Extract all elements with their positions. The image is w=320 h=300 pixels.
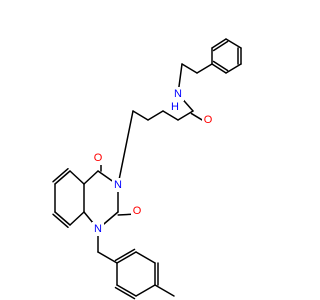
bond-5 — [211, 63, 227, 74]
bond-double-38 — [212, 40, 229, 52]
bond-24 — [54, 211, 71, 226]
bond-33 — [116, 251, 137, 264]
bond-6 — [196, 63, 213, 74]
atom-o-c4-label: O — [94, 152, 103, 164]
bond-11 — [162, 110, 179, 121]
atom-labels: N H O N N O O — [92, 87, 214, 236]
bond-16 — [83, 170, 99, 185]
bond-7 — [181, 63, 198, 74]
atom-n-ring-1: N — [92, 222, 104, 236]
bond-22 — [54, 170, 71, 185]
atom-o-amide-label: O — [204, 114, 213, 126]
bond-34 — [154, 284, 175, 297]
bond-double-45 — [114, 248, 136, 262]
bond-2 — [225, 63, 242, 74]
bond-30 — [135, 284, 156, 297]
bond-21 — [69, 170, 85, 185]
bond-double-43 — [114, 286, 136, 300]
bond-1 — [225, 38, 242, 49]
atom-h-amide-label: H — [171, 101, 179, 113]
atom-o-amide: O — [202, 113, 214, 127]
bonds — [52, 38, 242, 300]
atom-o-c4: O — [92, 151, 104, 165]
atom-n-ring-3: N — [112, 178, 124, 192]
atom-n-amide: N — [172, 87, 184, 101]
molecule-structure: N H O N N O O — [52, 38, 242, 300]
bond-12 — [147, 110, 164, 121]
bond-double-42 — [52, 213, 69, 229]
bond-14 — [117, 110, 134, 186]
bond-25 — [69, 211, 85, 226]
atom-o-c2: O — [131, 204, 143, 218]
bond-double-40 — [212, 60, 229, 72]
atom-n-amide-label: N — [174, 88, 182, 100]
bond-3 — [211, 38, 227, 49]
atom-n-ring-3-label: N — [114, 179, 122, 191]
bond-10 — [177, 110, 194, 121]
atom-n-ring-1-label: N — [94, 223, 102, 235]
bond-29 — [116, 284, 137, 297]
bond-double-41 — [52, 167, 69, 183]
atom-o-c2-label: O — [133, 205, 142, 217]
bond-32 — [135, 251, 156, 264]
atom-h-amide: H — [169, 101, 181, 114]
bond-27 — [97, 251, 118, 264]
bond-13 — [132, 110, 149, 121]
